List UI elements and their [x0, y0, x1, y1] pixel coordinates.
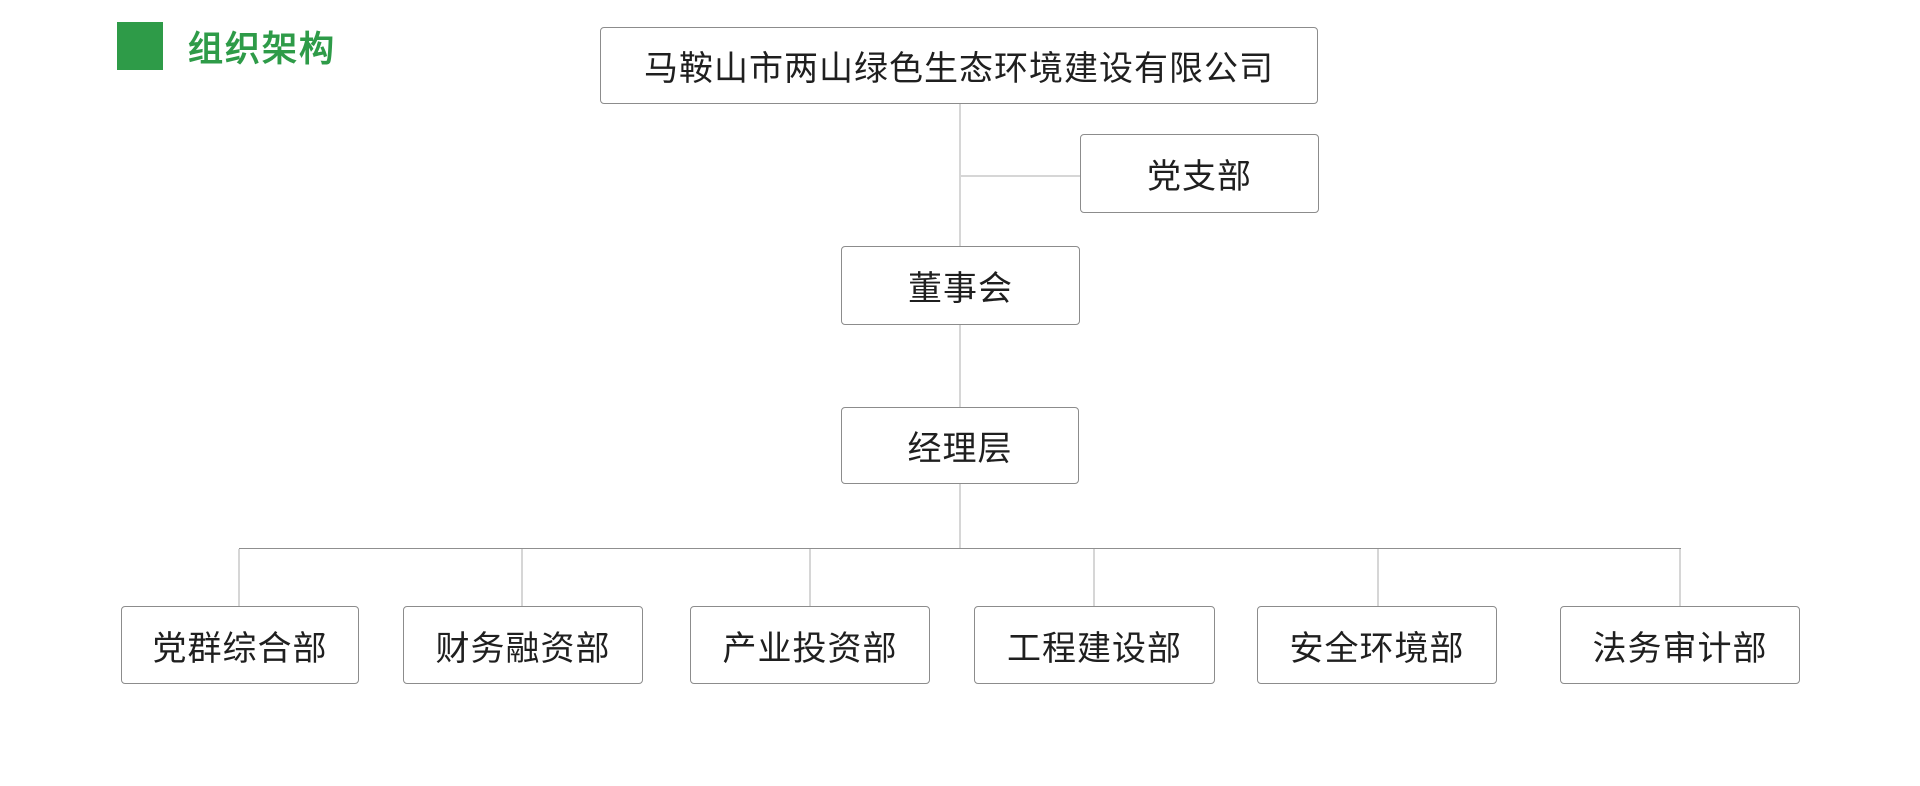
org-node-management: 经理层: [841, 407, 1079, 484]
org-node-department: 产业投资部: [690, 606, 930, 684]
connector-management-bus: [959, 484, 961, 548]
section-bullet-icon: [117, 22, 163, 70]
connector-party-branch: [960, 175, 1081, 177]
connector-board-management: [959, 325, 961, 407]
connector-drop-dept-1: [521, 549, 523, 606]
org-node-department: 工程建设部: [974, 606, 1215, 684]
org-node-company: 马鞍山市两山绿色生态环境建设有限公司: [600, 27, 1318, 104]
org-node-party-branch: 党支部: [1080, 134, 1319, 213]
org-node-board: 董事会: [841, 246, 1080, 325]
org-node-department: 安全环境部: [1257, 606, 1497, 684]
connector-department-bus: [239, 548, 1681, 549]
connector-drop-dept-0: [238, 549, 240, 606]
connector-drop-dept-2: [809, 549, 811, 606]
org-node-department: 财务融资部: [403, 606, 643, 684]
section-title: 组织架构: [188, 29, 337, 69]
connector-drop-dept-5: [1679, 549, 1681, 606]
connector-drop-dept-4: [1377, 549, 1379, 606]
org-node-department: 党群综合部: [121, 606, 359, 684]
connector-drop-dept-3: [1093, 549, 1095, 606]
org-node-department: 法务审计部: [1560, 606, 1800, 684]
